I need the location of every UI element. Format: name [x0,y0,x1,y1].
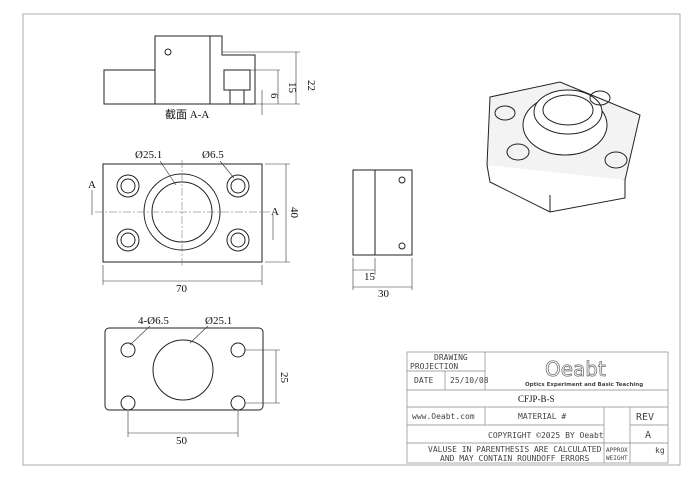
dim-hole: Ø6.5 [202,149,224,161]
isometric-view [486,81,641,213]
bottom-view: 50 25 4-Ø6.5 Ø25.1 [104,315,290,447]
dim-25: 25 [278,372,290,384]
note-line-2: AND MAY CONTAIN ROUNDOFF ERRORS [440,454,589,463]
rev-value: A [645,430,651,441]
dim-40: 40 [288,207,300,219]
website: www.Oeabt.com [412,412,475,421]
dim-6: 6 [268,93,280,99]
weight-unit: kg [655,446,665,455]
logo-subtitle: Optics Experiment and Basic Teaching [525,382,643,388]
projection-label: PROJECTION [410,362,458,371]
section-mark-left: A [88,179,96,191]
dim-bore: Ø25.1 [135,149,162,161]
approx-label: APPROX [606,447,628,454]
dim-22: 22 [305,80,317,91]
drawing-label: DRAWING [434,353,468,362]
material-label: MATERIAL # [518,412,566,421]
part-number: CFJP-B-S [518,394,555,404]
dim-4-holes: 4-Ø6.5 [138,315,169,327]
section-mark-right: A [271,206,279,218]
dim-15-side: 15 [364,271,376,283]
title-block: DRAWING PROJECTION DATE 25/10/08 Oeabt O… [406,351,669,464]
date-value: 25/10/08 [450,376,489,385]
front-view: 70 40 Ø25.1 Ø6.5 A A [88,149,300,295]
weight-label: WEIGHT [606,455,628,462]
dim-30-side: 30 [378,288,390,300]
note-line-1: VALUSE IN PARENTHESIS ARE CALCULATED [428,445,602,454]
drawing-border [22,13,681,466]
copyright: COPYRIGHT ©2025 BY Oeabt [488,431,604,440]
dim-15: 15 [286,82,298,94]
section-label: 截面 A-A [165,107,209,121]
dim-bore-bottom: Ø25.1 [205,315,232,327]
dim-50: 50 [176,435,188,447]
side-view: 15 30 [352,169,413,300]
rev-label: REV [636,412,654,423]
dim-70: 70 [176,283,188,295]
logo: Oeabt [545,357,606,381]
section-view: 22 15 6 截面 A-A [103,35,317,121]
date-label: DATE [414,376,433,385]
